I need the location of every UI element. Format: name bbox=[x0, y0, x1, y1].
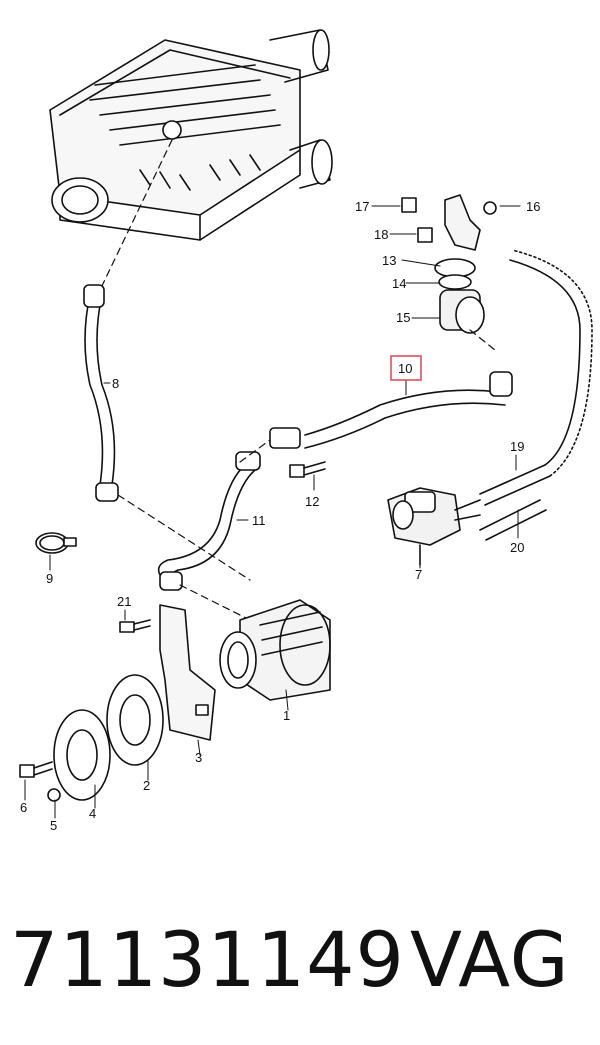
hose-10-drawing bbox=[239, 371, 513, 463]
clamp-9-drawing bbox=[35, 532, 77, 554]
callout-6: 6 bbox=[20, 800, 27, 815]
callout-1: 1 bbox=[283, 708, 290, 723]
callout-14: 14 bbox=[392, 276, 406, 291]
valve-7-drawing bbox=[387, 487, 481, 566]
part-number-label: 71131149 bbox=[10, 915, 405, 1004]
callout-4: 4 bbox=[89, 806, 96, 821]
callout-18: 18 bbox=[374, 227, 388, 242]
hose-11-drawing bbox=[117, 451, 271, 631]
callout-13: 13 bbox=[382, 253, 396, 268]
highlight-box-part-10 bbox=[390, 355, 422, 381]
callout-21: 21 bbox=[117, 594, 131, 609]
callout-8: 8 bbox=[112, 376, 119, 391]
air-filter-housing-drawing bbox=[49, 29, 333, 241]
callout-11: 11 bbox=[252, 513, 266, 528]
hose-8-drawing bbox=[83, 139, 173, 502]
callout-16: 16 bbox=[526, 199, 540, 214]
brand-label: VAG bbox=[410, 915, 570, 1004]
callout-20: 20 bbox=[510, 540, 524, 555]
valve-assembly-13-18-drawing bbox=[401, 194, 497, 351]
callout-10: 10 bbox=[398, 361, 412, 376]
exploded-parts-diagram: 1 2 3 4 5 6 7 8 9 10 11 12 13 14 15 16 1… bbox=[19, 29, 593, 833]
callout-17: 17 bbox=[355, 199, 369, 214]
bolt-12-drawing bbox=[289, 461, 326, 478]
callout-5: 5 bbox=[50, 818, 57, 833]
callout-7: 7 bbox=[415, 567, 422, 582]
leader-lines bbox=[24, 205, 521, 819]
callout-15: 15 bbox=[396, 310, 410, 325]
bracket-and-flanges-drawing bbox=[19, 604, 216, 802]
lines-19-20-drawing bbox=[479, 249, 593, 541]
pump-1-drawing bbox=[219, 599, 331, 701]
callout-2: 2 bbox=[143, 778, 150, 793]
callout-19: 19 bbox=[510, 439, 524, 454]
caption-bar: 71131149 VAG bbox=[0, 900, 600, 1020]
callout-3: 3 bbox=[195, 750, 202, 765]
callout-9: 9 bbox=[46, 571, 53, 586]
callout-12: 12 bbox=[305, 494, 319, 509]
